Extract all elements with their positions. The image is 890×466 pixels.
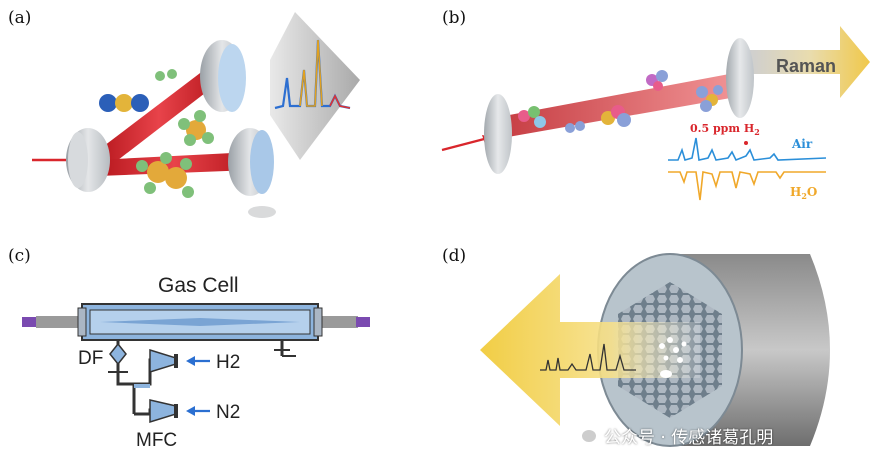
mfc-label: MFC <box>136 430 177 451</box>
raman-output-arrow <box>750 26 870 98</box>
panel-c: (c) Gas Cell DF H2 <box>0 234 440 466</box>
air-label: Air <box>791 137 813 151</box>
watermark: 公众号 · 传感诸葛孔明 <box>572 420 773 450</box>
laser-beam-upper <box>96 64 222 170</box>
n2-label: N2 <box>216 402 240 423</box>
panel-a: (a) <box>0 0 440 232</box>
molecule-ch4-upper <box>178 110 214 146</box>
air-spectrum <box>668 137 827 162</box>
mfc-n2 <box>149 399 177 424</box>
panel-b: (b) Raman 0.5 ppm H2 <box>440 0 890 232</box>
panel-a-illustration <box>32 12 360 218</box>
input-laser-arrow <box>441 136 489 152</box>
mirror-left <box>484 94 512 174</box>
mirror-right <box>726 38 754 118</box>
h2-label: H2 <box>216 352 240 373</box>
laser-beam-lower <box>96 152 252 176</box>
wechat-icon <box>572 424 598 446</box>
panel-d: (d) <box>440 234 890 466</box>
molecules <box>518 70 723 133</box>
panel-b-illustration: Raman 0.5 ppm H2 Air H2O <box>441 26 870 201</box>
ppm-label: 0.5 ppm H2 <box>690 122 760 137</box>
core-molecules <box>659 337 687 378</box>
panel-b-label: (b) <box>442 8 467 28</box>
gas-cell-title: Gas Cell <box>158 274 239 297</box>
panel-a-label: (a) <box>8 8 32 28</box>
panel-c-label: (c) <box>8 246 31 266</box>
h2o-label: H2O <box>790 185 817 201</box>
fiber-in <box>22 317 36 327</box>
molecule-ch4-lower <box>136 152 194 198</box>
h2o-spectrum <box>668 171 826 201</box>
output-arrow <box>480 274 700 426</box>
panel-d-illustration <box>480 253 830 447</box>
spectrum-trace <box>540 343 636 371</box>
molecule-green-cluster-top <box>155 69 177 81</box>
fiber-out <box>356 317 370 327</box>
panel-d-label: (d) <box>442 246 467 266</box>
molecule-h2 <box>99 94 149 112</box>
panel-c-schematic: Gas Cell DF H2 N2 M <box>22 274 370 451</box>
df-label: DF <box>78 348 103 369</box>
mfc-h2 <box>149 348 177 374</box>
watermark-text: 公众号 · 传感诸葛孔明 <box>604 427 774 448</box>
dust-filter <box>109 342 127 366</box>
raman-label: Raman <box>776 56 836 76</box>
laser-beam <box>502 72 742 138</box>
